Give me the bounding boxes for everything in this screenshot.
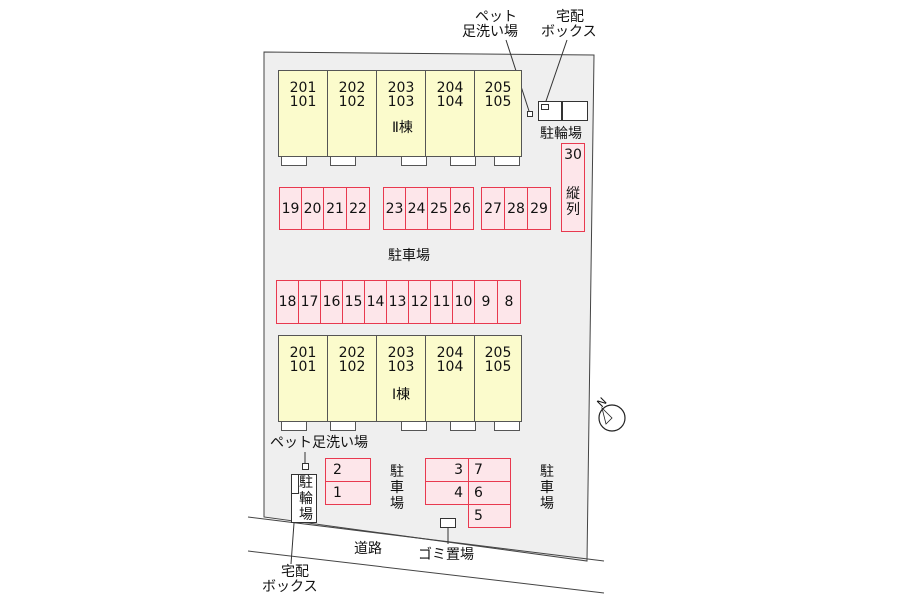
- unit[interactable]: 201 101: [278, 335, 328, 422]
- building-name: Ⅰ棟: [392, 387, 411, 403]
- parking-spot[interactable]: 16: [320, 280, 343, 324]
- unit[interactable]: 204 104: [425, 70, 475, 157]
- parking-label-right: 駐車場: [540, 464, 554, 512]
- unit-number-bottom: 102: [338, 359, 366, 375]
- parking-spot[interactable]: 20: [301, 187, 324, 230]
- doorstep: [450, 156, 476, 166]
- unit[interactable]: 203 103: [376, 70, 426, 157]
- parking-label-left: 駐車場: [390, 464, 404, 512]
- unit-number-bottom: 105: [484, 94, 512, 110]
- delivery-label-line2: ボックス: [541, 24, 597, 40]
- delivery-box-divider: [561, 101, 563, 121]
- parking-spot[interactable]: 7: [468, 458, 511, 482]
- parking-spot[interactable]: 19: [279, 187, 302, 230]
- parking-spot[interactable]: 26: [450, 187, 474, 230]
- doorstep: [330, 421, 356, 431]
- tandem-label: 縦列: [566, 186, 580, 218]
- unit-number-top: 202: [338, 345, 366, 361]
- unit-number-bottom: 101: [289, 94, 317, 110]
- unit[interactable]: 205 105: [474, 335, 522, 422]
- unit-number-top: 201: [289, 345, 317, 361]
- parking-spot[interactable]: 29: [527, 187, 551, 230]
- parking-spot[interactable]: 17: [298, 280, 321, 324]
- unit-number-bottom: 104: [436, 359, 464, 375]
- parking-spot[interactable]: 22: [346, 187, 370, 230]
- doorstep: [401, 156, 427, 166]
- parking-spot[interactable]: 18: [276, 280, 299, 324]
- parking-spot[interactable]: 13: [386, 280, 409, 324]
- parking-label-center: 駐車場: [388, 248, 430, 264]
- unit-number-bottom: 105: [484, 359, 512, 375]
- parking-spot[interactable]: 4: [425, 481, 469, 505]
- parking-spot[interactable]: 12: [408, 280, 431, 324]
- garbage-label: ゴミ置場: [418, 547, 474, 563]
- unit-number-bottom: 104: [436, 94, 464, 110]
- unit-number-top: 205: [484, 80, 512, 96]
- parking-spot[interactable]: 15: [342, 280, 365, 324]
- pet-wash-label-line1: ペット: [475, 9, 517, 25]
- north-compass-icon: [598, 404, 626, 432]
- bicycle-parking-label: 駐輪場: [540, 126, 582, 142]
- unit-number-bottom: 103: [387, 359, 415, 375]
- parking-spot[interactable]: 8: [497, 280, 521, 324]
- unit-number-top: 204: [436, 345, 464, 361]
- unit-number-bottom: 103: [387, 94, 415, 110]
- doorstep: [281, 156, 307, 166]
- unit-number-top: 202: [338, 80, 366, 96]
- parking-spot[interactable]: 3: [425, 458, 469, 482]
- pet-wash-label-line2: 足洗い場: [462, 24, 518, 40]
- parking-spot[interactable]: 27: [481, 187, 505, 230]
- pet-wash-bottom: [302, 463, 309, 470]
- unit-number-top: 201: [289, 80, 317, 96]
- parking-spot-30[interactable]: 30 縦列: [561, 143, 585, 232]
- parking-spot[interactable]: 5: [468, 504, 511, 528]
- doorstep: [494, 421, 520, 431]
- spot-number: 30: [564, 147, 582, 163]
- parking-spot[interactable]: 11: [430, 280, 453, 324]
- unit-number-bottom: 102: [338, 94, 366, 110]
- delivery-label-line2: ボックス: [262, 579, 318, 595]
- parking-spot[interactable]: 23: [383, 187, 406, 230]
- doorstep: [494, 156, 520, 166]
- unit[interactable]: 201 101: [278, 70, 328, 157]
- pet-wash-label: ペット足洗い場: [270, 435, 368, 451]
- building-name: Ⅱ棟: [392, 120, 413, 136]
- doorstep: [281, 421, 307, 431]
- unit[interactable]: 202 102: [327, 335, 377, 422]
- bicycle-parking-label: 駐輪場: [299, 475, 313, 523]
- doorstep: [450, 421, 476, 431]
- road-label: 道路: [354, 541, 382, 557]
- unit-number-top: 203: [387, 345, 415, 361]
- doorstep: [330, 156, 356, 166]
- parking-spot[interactable]: 21: [323, 187, 347, 230]
- unit[interactable]: 202 102: [327, 70, 377, 157]
- delivery-label-line1: 宅配: [281, 564, 309, 580]
- unit-number-top: 204: [436, 80, 464, 96]
- parking-spot[interactable]: 1: [325, 481, 371, 505]
- unit[interactable]: 204 104: [425, 335, 475, 422]
- garbage-station: [440, 518, 456, 528]
- unit-number-top: 205: [484, 345, 512, 361]
- doorstep: [401, 421, 427, 431]
- delivery-box-bottom: [291, 474, 299, 494]
- parking-spot[interactable]: 28: [504, 187, 528, 230]
- delivery-box-slot: [541, 104, 549, 110]
- unit-number-bottom: 101: [289, 359, 317, 375]
- parking-spot[interactable]: 6: [468, 481, 511, 505]
- parking-spot[interactable]: 10: [452, 280, 475, 324]
- unit[interactable]: 205 105: [474, 70, 522, 157]
- parking-spot[interactable]: 14: [364, 280, 387, 324]
- unit-number-top: 203: [387, 80, 415, 96]
- parking-spot[interactable]: 25: [427, 187, 451, 230]
- parking-spot[interactable]: 24: [405, 187, 428, 230]
- pet-wash-top: [527, 111, 533, 117]
- delivery-label-line1: 宅配: [556, 9, 584, 25]
- unit[interactable]: 203 103: [376, 335, 426, 422]
- delivery-box-top: [538, 101, 588, 121]
- parking-spot[interactable]: 2: [325, 458, 371, 482]
- parking-spot[interactable]: 9: [474, 280, 498, 324]
